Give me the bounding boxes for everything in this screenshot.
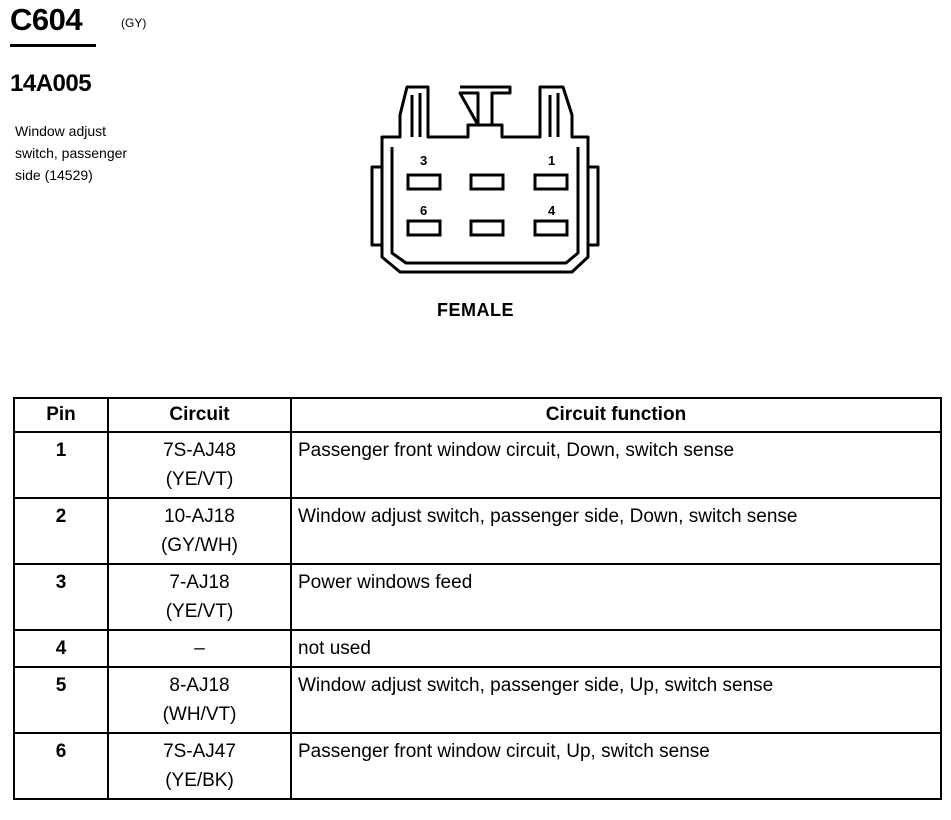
circuit-cell: 7S-AJ47 (YE/BK) [107, 732, 292, 800]
pin-number: 3 [13, 563, 109, 631]
circuit-cell: 10-AJ18 (GY/WH) [107, 497, 292, 565]
cavity-6 [406, 219, 442, 237]
circuit-function: not used [290, 629, 942, 668]
cavity-3 [406, 173, 442, 191]
right-side-rail [588, 165, 600, 247]
circuit-function: Passenger front window circuit, Down, sw… [290, 431, 942, 499]
component-description: Window adjust switch, passenger side (14… [15, 123, 128, 183]
connector-id-underline [10, 44, 96, 47]
right-latch-ribs [548, 93, 560, 137]
pin-number: 5 [13, 666, 109, 734]
pin-number: 1 [13, 431, 109, 499]
table-row: 3 7-AJ18 (YE/VT) Power windows feed [13, 563, 942, 631]
center-latch [458, 85, 512, 127]
pin-number: 2 [13, 497, 109, 565]
pin-label-4: 4 [548, 203, 556, 218]
table-row: 1 7S-AJ48 (YE/VT) Passenger front window… [13, 431, 942, 499]
connector-face-diagram: 3 1 6 4 [370, 85, 600, 274]
table-row: 4 – not used [13, 629, 942, 668]
circuit-cell: – [107, 629, 292, 668]
circuit-cell: 8-AJ18 (WH/VT) [107, 666, 292, 734]
pin-label-3: 3 [420, 153, 427, 168]
wire-color: (GY/WH) [160, 535, 239, 556]
circuit-cell: 7-AJ18 (YE/VT) [107, 563, 292, 631]
table-row: 6 7S-AJ47 (YE/BK) Passenger front window… [13, 732, 942, 800]
circuit-function: Passenger front window circuit, Up, swit… [290, 732, 942, 800]
pinout-table: Pin Circuit Circuit function 1 7S-AJ48 (… [13, 397, 942, 800]
pin-number: 4 [13, 629, 109, 668]
part-number: 14A005 [10, 70, 92, 97]
circuit-code: – [194, 638, 205, 659]
circuit-code: 7S-AJ47 [163, 741, 236, 762]
table-row: 2 10-AJ18 (GY/WH) Window adjust switch, … [13, 497, 942, 565]
wire-color: (YE/VT) [165, 601, 234, 622]
cavity-2 [469, 173, 505, 191]
connector-housing [380, 85, 590, 274]
wire-color: (YE/BK) [165, 770, 234, 791]
wire-color: (WH/VT) [162, 704, 237, 725]
housing-inner-outline [390, 147, 580, 265]
pin-number: 6 [13, 732, 109, 800]
connector-color: (GY) [121, 16, 147, 30]
circuit-code: 10-AJ18 [164, 506, 235, 527]
circuit-code: 7S-AJ48 [163, 440, 236, 461]
circuit-function: Power windows feed [290, 563, 942, 631]
header-pin: Pin [13, 397, 109, 433]
pin-label-1: 1 [548, 153, 555, 168]
table-row: 5 8-AJ18 (WH/VT) Window adjust switch, p… [13, 666, 942, 734]
header-circuit-function: Circuit function [290, 397, 942, 433]
circuit-function: Window adjust switch, passenger side, Do… [290, 497, 942, 565]
pin-label-6: 6 [420, 203, 427, 218]
circuit-function: Window adjust switch, passenger side, Up… [290, 666, 942, 734]
circuit-code: 8-AJ18 [169, 675, 230, 696]
cavity-5 [469, 219, 505, 237]
header-circuit: Circuit [107, 397, 292, 433]
connector-id: C604 [10, 2, 83, 37]
left-latch-ribs [410, 93, 422, 137]
cavity-1 [533, 173, 569, 191]
circuit-code: 7-AJ18 [169, 572, 230, 593]
wire-color: (YE/VT) [165, 469, 234, 490]
circuit-cell: 7S-AJ48 (YE/VT) [107, 431, 292, 499]
table-header-row: Pin Circuit Circuit function [13, 397, 942, 433]
left-side-rail [370, 165, 382, 247]
connector-gender-label: FEMALE [437, 300, 514, 320]
cavity-4 [533, 219, 569, 237]
